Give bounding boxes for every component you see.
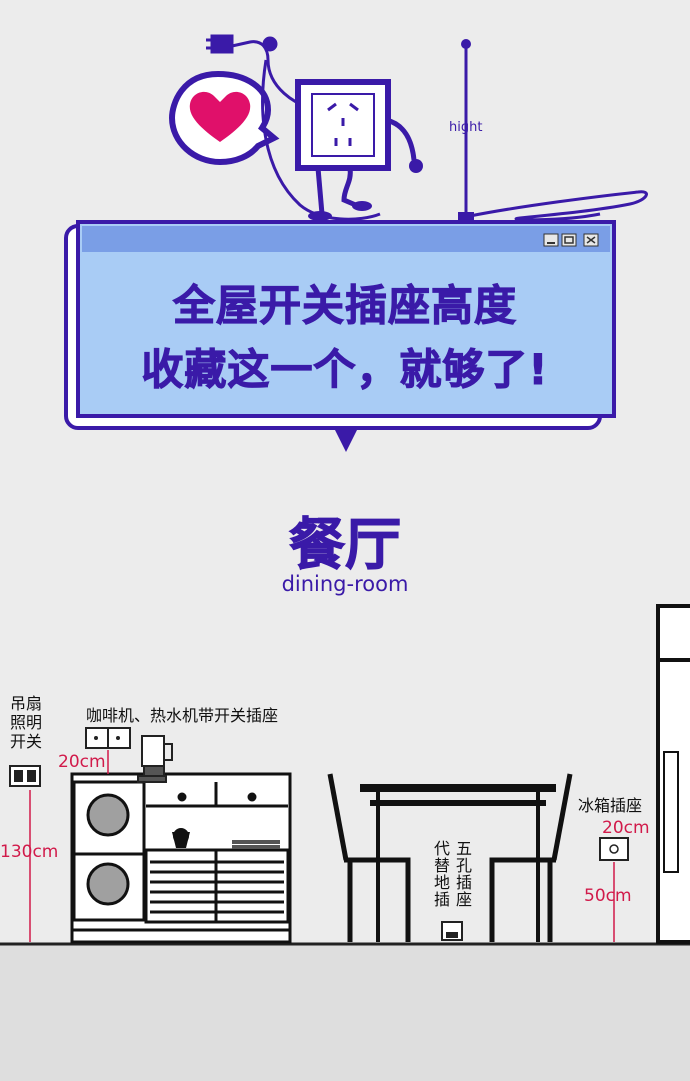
socket-character-icon xyxy=(295,79,423,221)
vase-icon xyxy=(172,828,190,848)
floor-socket-label-line1: 五孔插座 xyxy=(453,840,472,908)
page-title-line2: 收藏这一个，就够了! xyxy=(141,345,549,395)
floor-socket-label-line2: 代替地插 xyxy=(431,840,450,908)
plates-icon xyxy=(232,840,280,849)
dining-table xyxy=(360,784,556,942)
switch-height: 130cm xyxy=(0,842,59,862)
room-title: 餐厅 xyxy=(289,513,402,579)
fridge xyxy=(656,604,690,944)
coffee-socket-icon xyxy=(85,727,131,749)
blender-icon xyxy=(137,735,173,783)
floor-socket-icon xyxy=(441,921,463,941)
fridge-socket-offset: 20cm xyxy=(602,818,650,838)
fan-switch-label-line3: 开关 xyxy=(10,732,43,752)
chair-left xyxy=(327,773,411,942)
coffee-socket-height: 20cm xyxy=(58,752,106,772)
plug-cable-icon xyxy=(206,34,648,222)
fridge-socket-label: 冰箱插座 xyxy=(578,796,643,815)
page-title-line1: 全屋开关插座高度 xyxy=(172,281,517,331)
sideboard-cabinet xyxy=(70,772,292,944)
heart-bubble-icon xyxy=(168,70,280,166)
coffee-socket-label: 咖啡机、热水机带开关插座 xyxy=(86,706,279,725)
fridge-socket-icon xyxy=(599,837,629,861)
fan-switch-label: 吊扇 照明 开关 xyxy=(10,694,42,752)
title-window xyxy=(64,220,616,452)
light-switch-icon xyxy=(9,765,41,787)
height-label: hight xyxy=(449,120,483,135)
fan-switch-label-line1: 吊扇 xyxy=(10,694,43,713)
fridge-socket-height: 50cm xyxy=(584,886,632,906)
fan-switch-label-line2: 照明 xyxy=(10,713,43,733)
floor xyxy=(0,942,690,1081)
room-subtitle: dining-room xyxy=(281,572,409,596)
chair-right xyxy=(489,773,573,942)
height-ruler-icon xyxy=(458,39,474,220)
